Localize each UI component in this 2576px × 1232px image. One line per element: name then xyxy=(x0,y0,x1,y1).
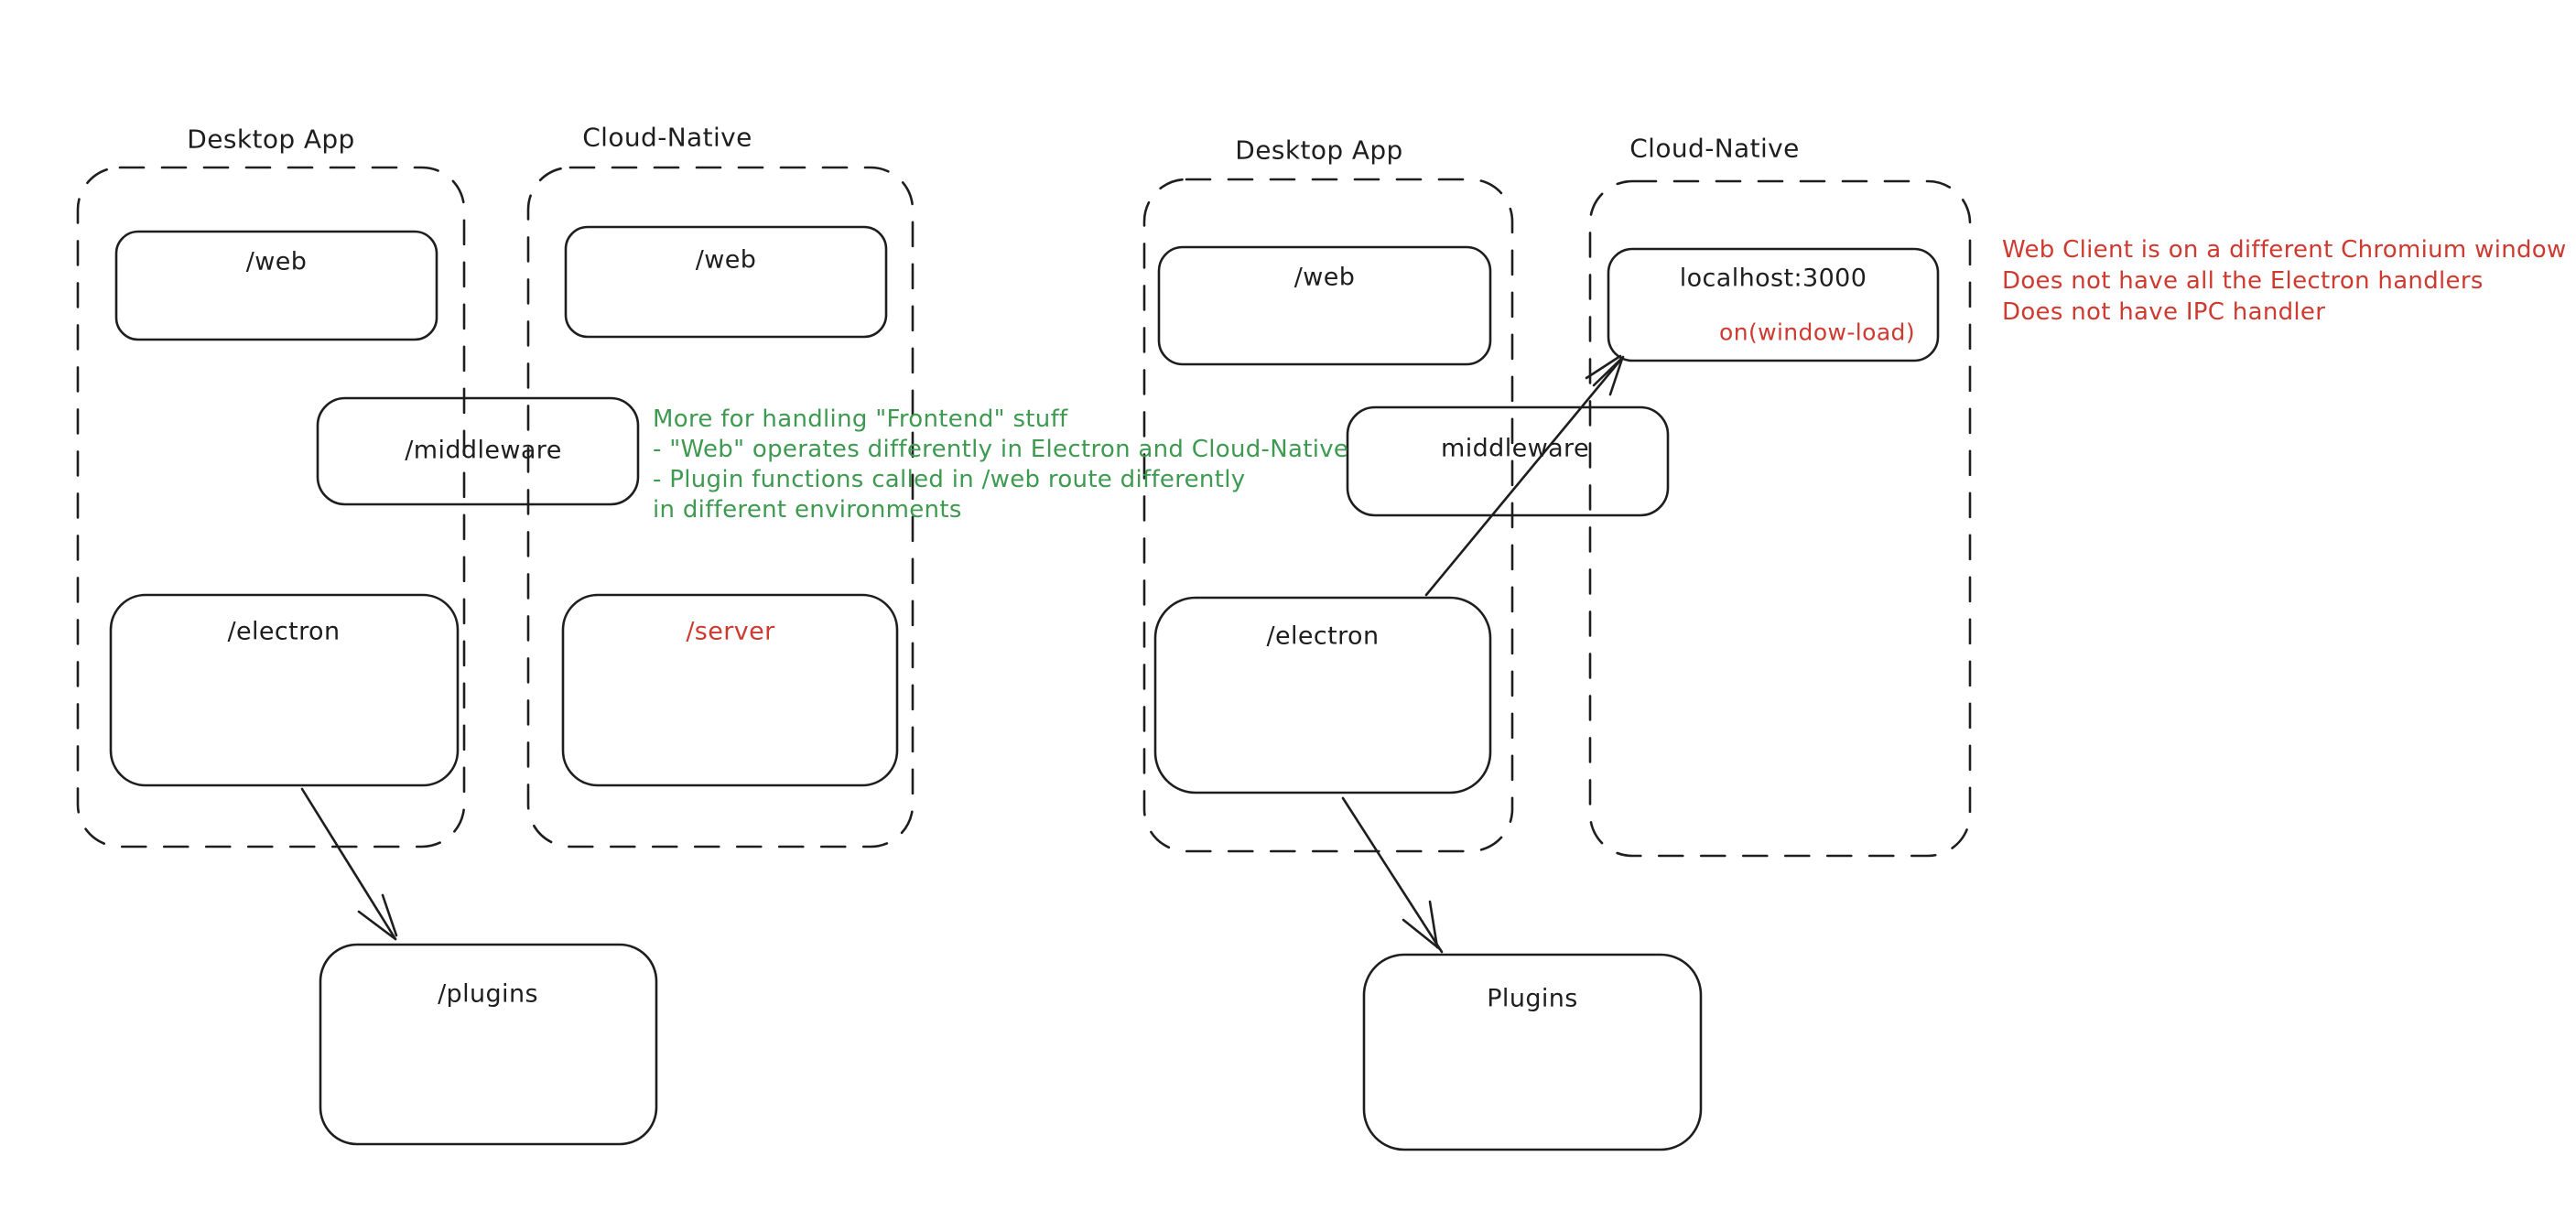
left-web-cloud-label: /web xyxy=(695,245,757,275)
right-middleware-label: middleware xyxy=(1441,434,1589,463)
left-web-box-cloud xyxy=(564,225,888,339)
right-desktop-app-label: Desktop App xyxy=(1235,135,1403,166)
right-on-window-load-label: on(window-load) xyxy=(1719,319,1915,346)
arrow-electron-to-plugins-left xyxy=(300,787,398,941)
arrow-electron-to-plugins-right xyxy=(1341,796,1444,954)
left-middleware-label: /middleware xyxy=(405,436,562,465)
green-annotation-line-1: More for handling "Frontend" stuff xyxy=(653,405,1068,433)
green-annotation: More for handling "Frontend" stuff - "We… xyxy=(653,405,1348,525)
green-annotation-line-2: - "Web" operates differently in Electron… xyxy=(653,436,1349,463)
green-annotation-line-3: - Plugin functions called in /web route … xyxy=(653,466,1246,493)
left-plugins-label: /plugins xyxy=(438,979,538,1009)
green-annotation-line-4: in different environments xyxy=(653,496,962,524)
left-cloud-native-label: Cloud-Native xyxy=(582,122,752,153)
left-electron-label: /electron xyxy=(227,617,341,646)
red-annotation-line-1: Web Client is on a different Chromium wi… xyxy=(2002,236,2567,264)
right-web-label: /web xyxy=(1293,263,1356,292)
left-server-label: /server xyxy=(686,617,775,646)
red-annotation-line-3: Does not have IPC handler xyxy=(2002,298,2326,326)
red-annotation: Web Client is on a different Chromium wi… xyxy=(2002,234,2567,328)
left-desktop-app-label: Desktop App xyxy=(187,124,355,155)
right-electron-label: /electron xyxy=(1266,621,1380,651)
left-plugins-box xyxy=(319,943,658,1146)
right-plugins-label: Plugins xyxy=(1487,984,1578,1013)
right-cloud-native-label: Cloud-Native xyxy=(1629,133,1800,164)
red-annotation-line-2: Does not have all the Electron handlers xyxy=(2002,267,2484,295)
left-web-desktop-label: /web xyxy=(245,247,308,276)
arrow-electron-to-localhost xyxy=(1424,354,1625,597)
right-localhost-label: localhost:3000 xyxy=(1679,264,1867,293)
